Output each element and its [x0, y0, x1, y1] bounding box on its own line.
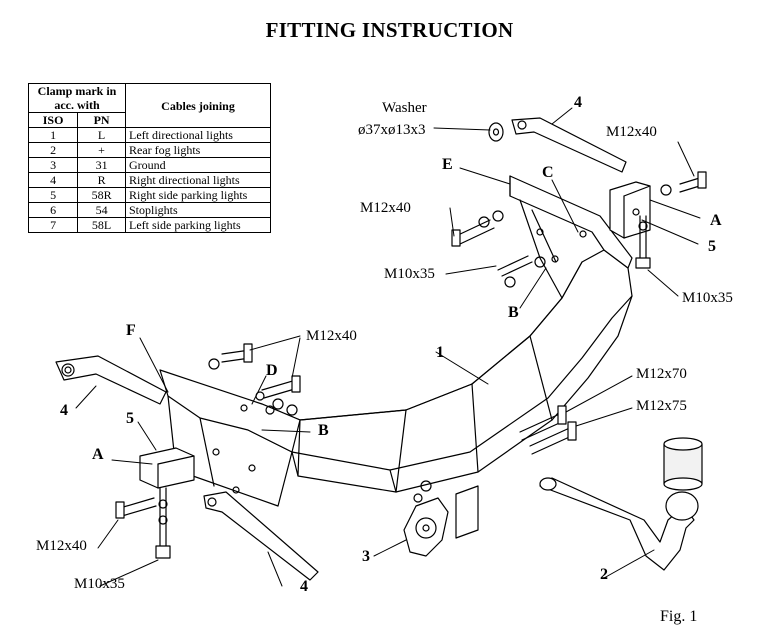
letter-c-label: C: [542, 164, 554, 181]
table-cell-iso: 5: [27, 187, 79, 203]
leader-lines: [75, 107, 701, 587]
table-row: 3 31 Ground: [27, 157, 271, 173]
part-number-1: 1: [436, 344, 444, 361]
table-cell-pn: 58L: [77, 217, 126, 233]
left-mount-plate: [139, 447, 195, 489]
socket-plate: [403, 485, 479, 557]
letter-b-left-label: B: [318, 422, 329, 439]
table-header-clamp: Clamp mark in acc. with: [28, 83, 126, 113]
table-cell-desc: Right side parking lights: [125, 187, 271, 203]
table-cell-pn: 31: [77, 157, 126, 173]
letter-d-label: D: [266, 362, 278, 379]
letter-a-right-label: A: [710, 212, 722, 229]
table-row: 6 54 Stoplights: [27, 202, 271, 218]
bolts: [115, 122, 707, 559]
bolt-m10x35-mid-label: M10x35: [384, 266, 435, 282]
letter-b-right-label: B: [508, 304, 519, 321]
table-cell-desc: Right directional lights: [125, 172, 271, 188]
table-cell-iso: 7: [27, 217, 79, 233]
bolt-m10x35-right-label: M10x35: [682, 290, 733, 306]
right-bracket: [509, 175, 633, 299]
bolt-m12x75-label: M12x75: [636, 398, 687, 414]
cables-table: Clamp mark in acc. with Cables joining I…: [27, 83, 271, 233]
letter-e-label: E: [442, 156, 453, 173]
part-number-4-top: 4: [574, 94, 582, 111]
table-header-pn: PN: [77, 112, 126, 128]
cross-beam: [247, 249, 633, 493]
letter-a-left-label: A: [92, 446, 104, 463]
figure-caption: Fig. 1: [660, 608, 698, 625]
part-number-2: 2: [600, 566, 608, 583]
bolt-m12x40-mid-label: M12x40: [360, 200, 411, 216]
bolt-m12x40-left-label: M12x40: [36, 538, 87, 554]
part-number-3: 3: [362, 548, 370, 565]
part-number-5-right: 5: [708, 238, 716, 255]
washer-label: Washer: [382, 100, 427, 116]
letter-f-label: F: [126, 322, 136, 339]
table-cell-desc: Ground: [125, 157, 271, 173]
table-cell-desc: Stoplights: [125, 202, 271, 218]
bottom-strap: [203, 491, 319, 581]
bolt-m12x70-label: M12x70: [636, 366, 687, 382]
bolt-m10x35-left-label: M10x35: [74, 576, 125, 592]
table-row: 4 R Right directional lights: [27, 172, 271, 188]
washer-size-label: ø37xø13x3: [358, 122, 426, 138]
left-bracket: [159, 369, 301, 507]
bolt-m12x40-top-label: M12x40: [606, 124, 657, 140]
top-strap: [511, 117, 627, 173]
table-header-cables: Cables joining: [125, 83, 271, 128]
table-cell-pn: 54: [77, 202, 126, 218]
page-title: FITTING INSTRUCTION: [265, 18, 514, 42]
part-number-5-left: 5: [126, 410, 134, 427]
bolt-m12x40-left-pair-label: M12x40: [306, 328, 357, 344]
left-strap: [55, 355, 167, 405]
part-number-4-left: 4: [60, 402, 68, 419]
table-cell-desc: Left side parking lights: [125, 217, 271, 233]
tow-ball: [539, 437, 703, 571]
table-row: 7 58L Left side parking lights: [27, 217, 271, 233]
part-number-4-bottom: 4: [300, 578, 308, 595]
